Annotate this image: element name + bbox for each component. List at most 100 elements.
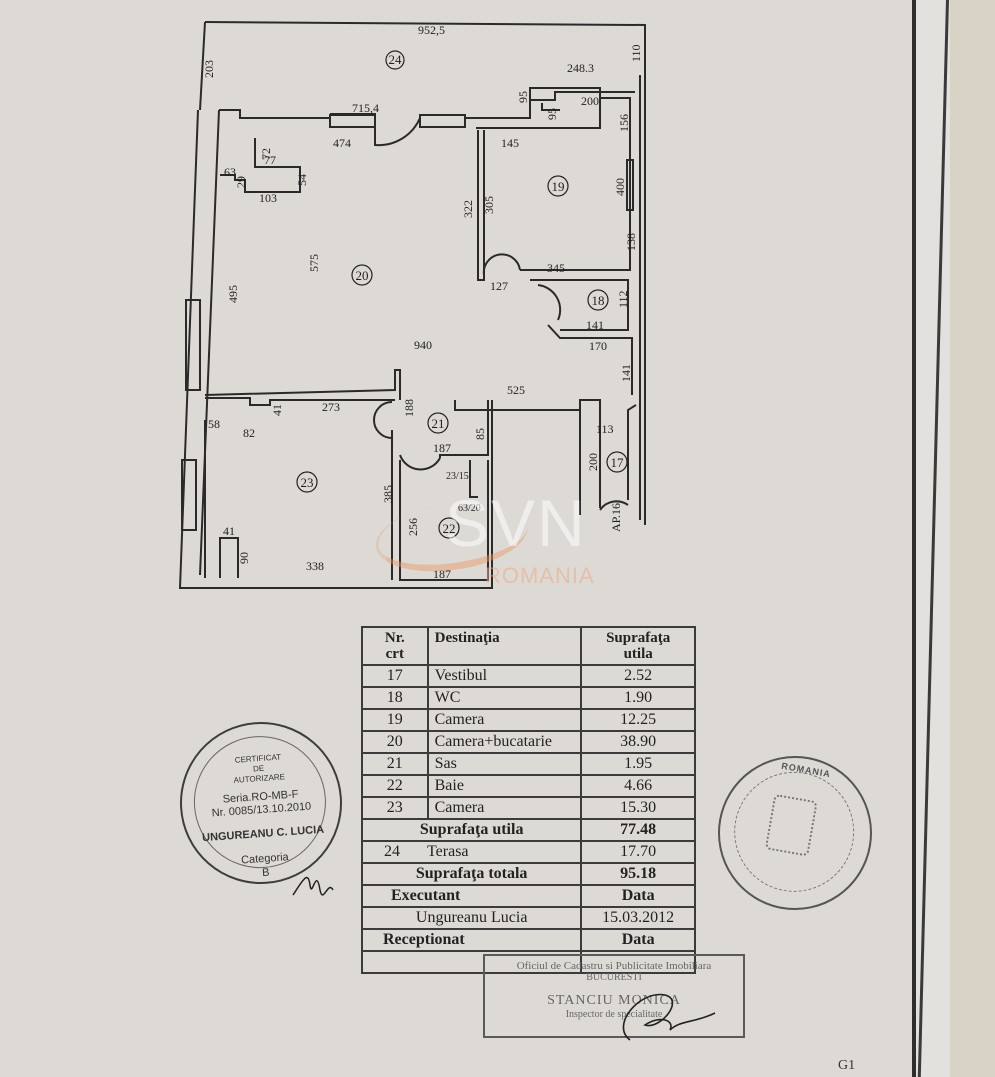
room-label-22: 22 — [443, 521, 456, 536]
row-nr: 19 — [361, 708, 429, 732]
page-edge — [912, 0, 916, 1077]
dim-label: 188 — [402, 399, 416, 417]
dim-label: 95 — [516, 91, 530, 103]
dim-label: 112 — [616, 290, 630, 308]
usable-total-label: Suprafaţa utila — [360, 818, 583, 842]
dim-label: 273 — [322, 400, 340, 414]
room-label-18: 18 — [592, 293, 605, 308]
room-label-23: 23 — [301, 475, 314, 490]
terrace-row: 24 Terasa 17.70 — [360, 840, 696, 864]
dim-label: 77 — [264, 153, 276, 167]
grand-total-label: Suprafaţa totala — [360, 862, 583, 886]
dim-label: 575 — [307, 254, 321, 272]
dim-label: 525 — [507, 383, 525, 397]
dim-label: 345 — [547, 261, 565, 275]
row-destination: Camera — [426, 708, 583, 732]
dim-label: 103 — [259, 191, 277, 205]
dim-label: 95 — [545, 108, 559, 120]
header-destination: Destinaţia — [426, 626, 583, 666]
dim-label: 338 — [306, 559, 324, 573]
table-header-row: Nr. crt Destinaţia Suprafaţa utila — [361, 626, 696, 666]
stamp-title-line2: DE — [252, 763, 265, 774]
dim-label: 90 — [237, 552, 251, 564]
room-label-19: 19 — [552, 179, 565, 194]
dim-label: 63 — [224, 165, 236, 179]
executant-date: 15.03.2012 — [580, 906, 696, 930]
dim-label: 385 — [381, 485, 395, 503]
dim-label: 54 — [295, 174, 309, 186]
dim-label: 187 — [433, 567, 451, 581]
row-destination: Camera — [426, 796, 583, 820]
stamp-category-value: B — [261, 866, 270, 880]
terrace-label: 24 Terasa — [360, 840, 583, 864]
dim-label: 940 — [414, 338, 432, 352]
dim-label: 63/20 — [458, 503, 481, 514]
dim-label: 156 — [617, 114, 631, 132]
dim-label: 952,5 — [418, 23, 445, 37]
grand-total-row: Suprafaţa totala 95.18 — [360, 862, 696, 886]
receptionat-header-row: Receptionat Data — [360, 928, 696, 952]
dim-label: 256 — [406, 518, 420, 536]
row-area: 12.25 — [580, 708, 696, 732]
dim-label: 145 — [501, 136, 519, 150]
header-area: Suprafaţa utila — [580, 626, 696, 666]
row-area: 15.30 — [580, 796, 696, 820]
dim-label: 72 — [259, 148, 273, 160]
row-nr: 20 — [361, 730, 429, 754]
stamp-category-label: Categoria — [240, 851, 290, 867]
dim-label: 715,4 — [352, 101, 379, 115]
dim-label: 322 — [461, 200, 475, 218]
row-destination: Baie — [426, 774, 583, 798]
row-area: 2.52 — [580, 664, 696, 688]
row-nr: 22 — [361, 774, 429, 798]
signature-icon — [292, 876, 334, 896]
dim-label: 248.3 — [567, 61, 594, 75]
dim-label: 474 — [333, 136, 351, 150]
dim-label: 82 — [243, 426, 255, 440]
row-nr: 21 — [361, 752, 429, 776]
row-destination: Camera+bucatarie — [426, 730, 583, 754]
terrace-area: 17.70 — [580, 840, 696, 864]
stamp-office: Oficiul de Cadastru si Publicitate Imobi… — [516, 960, 712, 972]
dim-label: 200 — [586, 453, 600, 471]
executant-name: Ungureanu Lucia — [360, 906, 583, 930]
dim-label: 495 — [226, 285, 240, 303]
row-area: 4.66 — [580, 774, 696, 798]
dim-label: 110 — [629, 44, 643, 62]
header-nr: Nr. crt — [361, 626, 429, 666]
header-nr-line1: Nr. — [384, 630, 405, 646]
dim-label: 29 — [234, 176, 248, 188]
room-label-24: 24 — [389, 52, 403, 67]
dim-label: 200 — [581, 94, 599, 108]
terrace-nr: 24 — [384, 843, 400, 860]
dim-label: 127 — [490, 279, 508, 293]
stamp-title-line1: CERTIFICAT — [234, 752, 282, 765]
dim-label: 141 — [586, 318, 604, 332]
executant-header-row: Executant Data — [360, 884, 696, 908]
signature-icon — [622, 993, 716, 1041]
dim-label: 41 — [270, 404, 284, 416]
receptionat-date-label: Data — [580, 928, 696, 952]
executant-date-label: Data — [580, 884, 696, 908]
grand-total-value: 95.18 — [580, 862, 696, 886]
terrace-dest: Terasa — [427, 843, 469, 860]
header-area-line1: Suprafaţa — [606, 630, 671, 646]
row-destination: WC — [426, 686, 583, 710]
stamp-inspector-title: Inspector de specialitate — [565, 1009, 663, 1020]
row-destination: Sas — [426, 752, 583, 776]
room-label-17: 17 — [611, 455, 625, 470]
row-nr: 18 — [361, 686, 429, 710]
dim-label: 23/15 — [446, 471, 469, 482]
dim-label: 85 — [473, 428, 487, 440]
usable-total-row: Suprafaţa utila 77.48 — [360, 818, 696, 842]
executant-label: Executant — [360, 884, 583, 908]
room-label-21: 21 — [432, 416, 445, 431]
receptionat-label: Receptionat — [360, 928, 583, 952]
cadastre-office-stamp: Oficiul de Cadastru si Publicitate Imobi… — [483, 954, 745, 1038]
background-surface — [950, 0, 995, 1077]
